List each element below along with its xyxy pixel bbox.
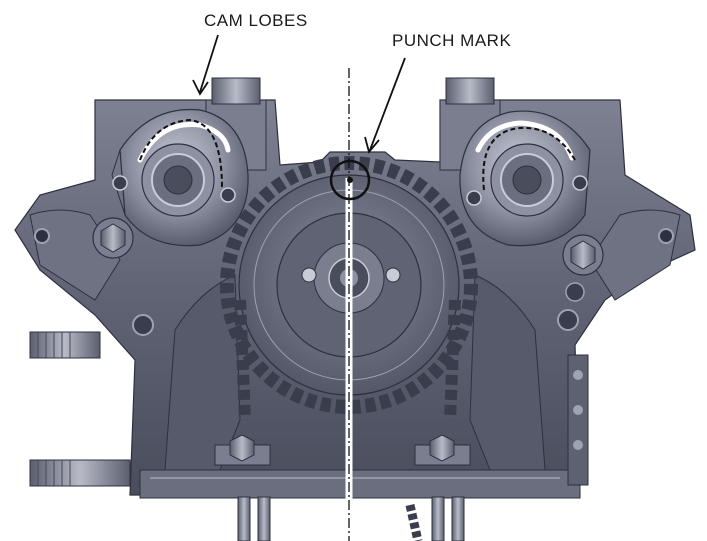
bottom-rods: [237, 496, 465, 541]
flange-bolts: [214, 434, 471, 466]
right-cam-lobe: [459, 110, 591, 247]
punch-mark-label: PUNCH MARK: [392, 31, 512, 50]
left-cam-lobe: [111, 108, 249, 247]
punch-mark-indicator: [329, 159, 371, 201]
left-studs: [29, 331, 131, 487]
cam-lobes-label: CAM LOBES: [204, 11, 308, 30]
tensioner-bolts: [92, 217, 604, 302]
callout-arrows: [192, 34, 406, 154]
